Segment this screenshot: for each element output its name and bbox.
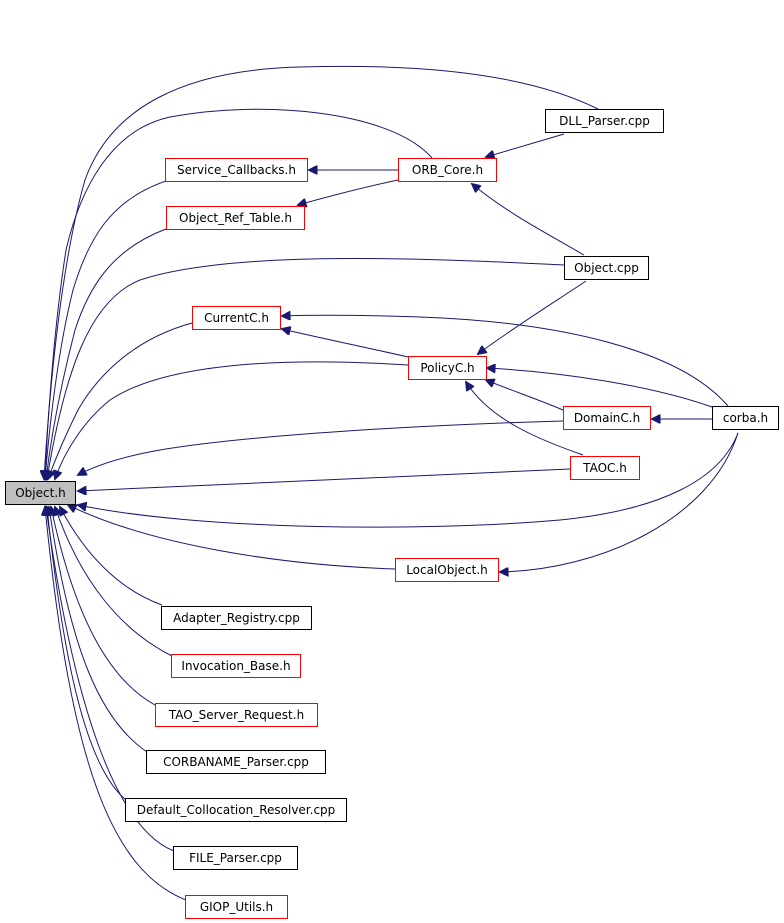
node-domainc-h[interactable]: DomainC.h xyxy=(563,406,651,430)
edge-invocation-base-to-object-h xyxy=(55,507,173,657)
node-object-cpp[interactable]: Object.cpp xyxy=(564,256,649,280)
node-currentc-h[interactable]: CurrentC.h xyxy=(192,306,281,330)
node-corbaname-parser-cpp[interactable]: CORBANAME_Parser.cpp xyxy=(146,750,326,774)
node-service-callbacks-h[interactable]: Service_Callbacks.h xyxy=(165,158,308,182)
edge-policyc-to-currentc xyxy=(282,329,409,358)
edge-object-cpp-to-orb-core xyxy=(472,184,585,256)
edge-dll-parser-to-object-h xyxy=(44,65,599,479)
node-localobject-h[interactable]: LocalObject.h xyxy=(395,558,499,582)
node-taoc-h[interactable]: TAOC.h xyxy=(570,456,640,480)
edge-orb-core-to-object-ref-table xyxy=(298,179,399,205)
edge-tao-server-request-to-object-h xyxy=(51,507,156,706)
edge-taoc-to-policyc xyxy=(466,382,584,456)
edge-corba-to-object-h xyxy=(78,432,739,528)
edge-localobject-to-object-h xyxy=(68,505,396,570)
edge-taoc-to-object-h xyxy=(78,468,571,491)
node-corba-h[interactable]: corba.h xyxy=(712,406,779,430)
node-giop-utils-h[interactable]: GIOP_Utils.h xyxy=(185,895,288,919)
node-invocation-base-h[interactable]: Invocation_Base.h xyxy=(171,654,301,678)
edge-corba-to-localobject xyxy=(500,432,739,572)
edge-corba-to-policyc xyxy=(487,368,713,408)
edge-domainc-to-object-h xyxy=(78,420,564,475)
edge-corba-to-currentc xyxy=(282,315,729,407)
edge-file-parser-to-object-h xyxy=(46,507,175,852)
node-orb-core-h[interactable]: ORB_Core.h xyxy=(398,158,497,182)
edge-giop-utils-to-object-h xyxy=(45,507,187,901)
node-policyc-h[interactable]: PolicyC.h xyxy=(408,356,487,380)
node-object-h: Object.h xyxy=(5,481,76,505)
edge-adapter-registry-to-object-h xyxy=(60,507,163,606)
node-adapter-registry-cpp[interactable]: Adapter_Registry.cpp xyxy=(161,606,312,630)
edge-orb-core-to-object-h xyxy=(45,108,433,479)
edge-dll-parser-to-orb-core xyxy=(486,133,565,157)
node-tao-server-request-h[interactable]: TAO_Server_Request.h xyxy=(155,703,318,727)
edge-currentc-to-object-h xyxy=(48,322,193,479)
edge-object-cpp-to-object-h xyxy=(47,258,565,479)
node-dll-parser-cpp[interactable]: DLL_Parser.cpp xyxy=(545,109,664,133)
edge-service-callbacks-to-object-h xyxy=(45,180,167,479)
edge-corbaname-parser-to-object-h xyxy=(49,507,148,753)
edge-object-ref-table-to-object-h xyxy=(46,228,167,479)
node-object-ref-table-h[interactable]: Object_Ref_Table.h xyxy=(166,206,305,230)
edge-policyc-to-object-h xyxy=(55,361,409,479)
node-default-collocation-resolver-cpp[interactable]: Default_Collocation_Resolver.cpp xyxy=(125,798,347,822)
edge-default-collocation-resolver-to-object-h xyxy=(47,507,127,801)
edge-domainc-to-policyc xyxy=(486,380,564,411)
node-file-parser-cpp[interactable]: FILE_Parser.cpp xyxy=(173,846,298,870)
edge-object-cpp-to-policyc xyxy=(478,280,587,354)
